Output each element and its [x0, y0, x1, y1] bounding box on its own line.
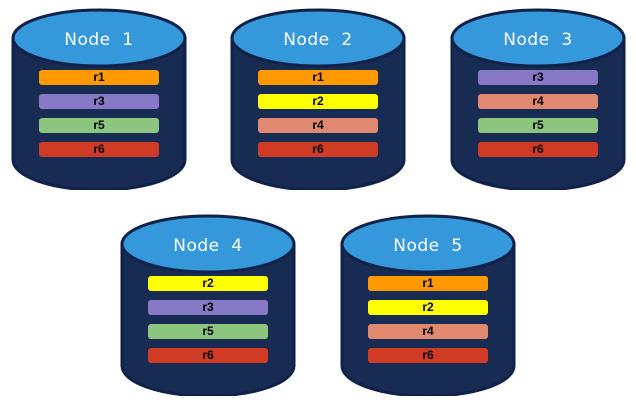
record-bar-r1[interactable]: r1 — [39, 70, 159, 85]
record-list-3: r3 r4 r5 r6 — [478, 70, 598, 157]
record-bar-r2[interactable]: r2 — [148, 276, 268, 291]
record-bar-r6[interactable]: r6 — [258, 142, 378, 157]
record-list-1: r1 r3 r5 r6 — [39, 70, 159, 157]
record-bar-r3[interactable]: r3 — [478, 70, 598, 85]
record-bar-r6[interactable]: r6 — [148, 348, 268, 363]
record-bar-r3[interactable]: r3 — [148, 300, 268, 315]
record-bar-r5[interactable]: r5 — [478, 118, 598, 133]
record-bar-r6[interactable]: r6 — [368, 348, 488, 363]
record-bar-r5[interactable]: r5 — [148, 324, 268, 339]
record-bar-r2[interactable]: r2 — [258, 94, 378, 109]
record-list-2: r1 r2 r4 r6 — [258, 70, 378, 157]
record-bar-r1[interactable]: r1 — [258, 70, 378, 85]
record-bar-r1[interactable]: r1 — [368, 276, 488, 291]
record-bar-r5[interactable]: r5 — [39, 118, 159, 133]
record-bar-r6[interactable]: r6 — [478, 142, 598, 157]
record-bar-r4[interactable]: r4 — [478, 94, 598, 109]
record-list-5: r1 r2 r4 r6 — [368, 276, 488, 363]
record-list-4: r2 r3 r5 r6 — [148, 276, 268, 363]
record-bar-r3[interactable]: r3 — [39, 94, 159, 109]
record-bar-r4[interactable]: r4 — [368, 324, 488, 339]
record-bar-r4[interactable]: r4 — [258, 118, 378, 133]
record-bar-r6[interactable]: r6 — [39, 142, 159, 157]
record-bar-r2[interactable]: r2 — [368, 300, 488, 315]
